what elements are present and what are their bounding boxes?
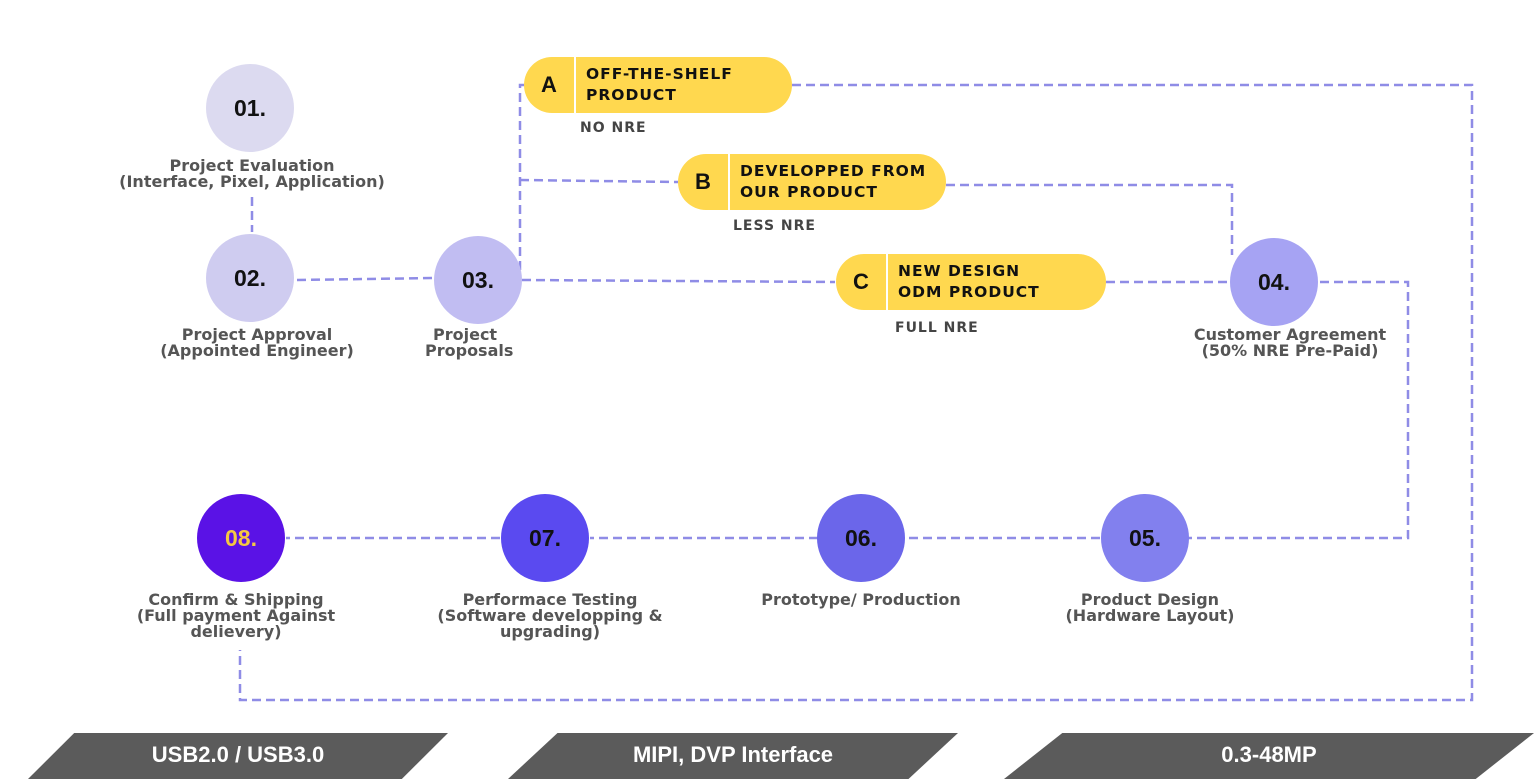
connector-b-04	[946, 183, 1234, 255]
step-08-number: 08.	[225, 524, 257, 551]
connector-02-03	[296, 276, 436, 282]
option-c-pill: C NEW DESIGN ODM PRODUCT	[836, 254, 1106, 310]
step-03-label: Project Proposals	[425, 325, 514, 360]
step-05-label: Product Design (Hardware Layout)	[1065, 590, 1235, 625]
connector-a-return	[238, 83, 1474, 702]
option-c-nre: FULL NRE	[895, 320, 979, 336]
option-c-divider	[886, 254, 888, 310]
connector-03-c	[521, 278, 836, 284]
banner-usb-text: USB2.0 / USB3.0	[151, 742, 325, 767]
option-c-text: NEW DESIGN ODM PRODUCT	[898, 262, 1040, 301]
step-04-circle: 04.	[1230, 238, 1318, 326]
step-05-circle: 05.	[1101, 494, 1189, 582]
step-04-label: Customer Agreement (50% NRE Pre-Paid)	[1193, 325, 1387, 360]
banner-mipi-text: MIPI, DVP Interface	[632, 742, 834, 767]
option-b-pill: B DEVELOPPED FROM OUR PRODUCT	[678, 154, 946, 210]
step-05-number: 05.	[1129, 524, 1161, 551]
option-a-text: OFF-THE-SHELF PRODUCT	[586, 65, 733, 104]
step-01-number: 01.	[234, 94, 266, 121]
connector-03-a	[518, 83, 525, 270]
step-01-circle: 01.	[206, 64, 294, 152]
banner-resolution	[1004, 733, 1534, 779]
option-b-nre: LESS NRE	[733, 218, 816, 234]
option-b-divider	[728, 154, 730, 210]
connector-03-b	[519, 178, 679, 184]
step-04-number: 04.	[1258, 268, 1290, 295]
step-06-number: 06.	[845, 524, 877, 551]
connector-04-05	[1188, 280, 1410, 540]
step-07-number: 07.	[529, 524, 561, 551]
step-03-number: 03.	[462, 266, 494, 293]
option-a-nre: NO NRE	[580, 120, 647, 136]
option-a-divider	[574, 57, 576, 113]
banner-resolution-text: 0.3-48MP	[1221, 742, 1317, 767]
banner-mipi	[508, 733, 958, 779]
step-01-label: Project Evaluation (Interface, Pixel, Ap…	[119, 156, 385, 191]
step-08-label: Confirm & Shipping (Full payment Against…	[136, 590, 336, 641]
option-a-letter: A	[541, 72, 557, 97]
step-02-label: Project Approval (Appointed Engineer)	[160, 325, 354, 360]
step-06-label: Prototype/ Production	[761, 590, 961, 609]
step-07-circle: 07.	[501, 494, 589, 582]
step-03-circle: 03.	[434, 236, 522, 324]
option-b-text: DEVELOPPED FROM OUR PRODUCT	[740, 162, 927, 201]
step-02-circle: 02.	[206, 234, 294, 322]
banner-usb	[28, 733, 448, 779]
option-c-letter: C	[853, 269, 869, 294]
step-07-label: Performace Testing (Software developping…	[437, 590, 663, 641]
option-b-letter: B	[695, 169, 711, 194]
step-08-circle: 08.	[197, 494, 285, 582]
option-a-pill: A OFF-THE-SHELF PRODUCT	[524, 57, 792, 113]
step-02-number: 02.	[234, 264, 266, 291]
step-06-circle: 06.	[817, 494, 905, 582]
